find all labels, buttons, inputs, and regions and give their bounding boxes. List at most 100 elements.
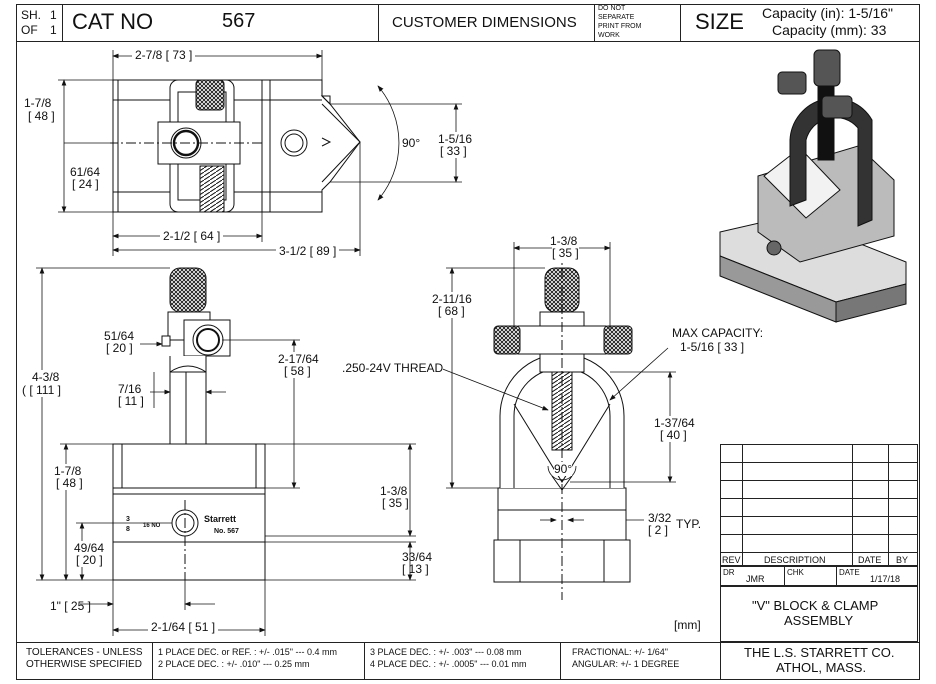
dim-front-i: 2-1/64 [ 51 ] — [148, 620, 219, 634]
dim-top-length-b: 3-1/2 [ 89 ] — [276, 244, 340, 258]
size-label: SIZE — [695, 9, 744, 34]
isometric-view — [719, 49, 907, 323]
separate-note-3: PRINT FROM — [598, 23, 642, 30]
tolerance-four-place: 4 PLACE DEC. : +/- .0005" --- 0.01 mm — [370, 659, 527, 669]
rev-col-2 — [852, 444, 853, 566]
side-view — [493, 250, 633, 600]
dim-side-j-mm: [ 40 ] — [660, 428, 687, 442]
dim-side-j: 1-37/64 — [654, 416, 695, 430]
company-name: THE L.S. STARRETT CO. — [744, 645, 895, 660]
rev-row-4 — [720, 516, 918, 517]
dim-front-g-mm: [ 13 ] — [402, 562, 429, 576]
tol-divider-3 — [560, 642, 561, 680]
description-header: DESCRIPTION — [764, 555, 826, 565]
rev-col-3 — [888, 444, 889, 566]
drawn-by-label: DR — [723, 568, 735, 577]
tolerance-label-2: OTHERWISE SPECIFIED — [26, 659, 142, 670]
dim-front-d-mm: [ 48 ] — [56, 476, 83, 490]
top-view — [110, 79, 361, 213]
drawn-col-2 — [836, 566, 837, 586]
rev-row-1 — [720, 462, 918, 463]
tolerance-three-place: 3 PLACE DEC. : +/- .003" --- 0.08 mm — [370, 647, 522, 657]
drawn-col-1 — [784, 566, 785, 586]
date-header: DATE — [858, 555, 882, 565]
separate-note-2: SEPARATE — [598, 14, 635, 21]
dim-front-c-mm: [ 58 ] — [284, 364, 311, 378]
tol-divider-2 — [364, 642, 365, 680]
cat-no-value: 567 — [222, 10, 256, 32]
dim-top-height-a-mm: [ 48 ] — [28, 109, 55, 123]
dim-top-length-a: 2-1/2 [ 64 ] — [160, 229, 224, 243]
dim-front-total-mm: ( [ 111 ] — [22, 383, 61, 397]
date-label: DATE — [839, 568, 860, 577]
dim-front-b-mm: [ 11 ] — [118, 394, 144, 408]
sheet-label: SH. — [21, 8, 42, 22]
capacity-mm: Capacity (mm): 33 — [772, 22, 887, 38]
rev-header: REV — [722, 555, 741, 565]
dim-side-height: 2-11/16 — [432, 292, 472, 306]
dim-front-e-mm: [ 35 ] — [382, 496, 409, 510]
marking-brand: Starrett — [204, 514, 236, 524]
part-title-line-2: ASSEMBLY — [784, 613, 854, 628]
checked-by-label: CHK — [787, 568, 804, 577]
dim-side-k: 3/32 — [648, 511, 672, 525]
rev-row-6 — [720, 552, 918, 553]
header-divider-1 — [62, 4, 63, 42]
cat-no-label: CAT NO — [72, 9, 154, 34]
typical-note: TYP. — [676, 517, 702, 531]
tol-divider-1 — [152, 642, 153, 680]
dim-front-f: 49/64 — [74, 541, 105, 555]
tolerance-label-1: TOLERANCES - UNLESS — [26, 647, 143, 658]
dim-front-total: 4-3/8 — [32, 370, 60, 384]
rev-row-2 — [720, 480, 918, 481]
rev-row-3 — [720, 498, 918, 499]
tolerance-two-place: 2 PLACE DEC. : +/- .010" --- 0.25 mm — [158, 659, 310, 669]
tolerance-row — [16, 642, 920, 680]
header-divider-3 — [594, 4, 595, 42]
dim-front-f-mm: [ 20 ] — [76, 553, 103, 567]
part-title-box — [720, 586, 918, 642]
dim-top-v-mm: [ 33 ] — [440, 144, 467, 158]
units-note: [mm] — [674, 618, 701, 632]
front-view — [112, 267, 266, 581]
marking-model: No. 567 — [214, 528, 239, 535]
header-divider-4 — [680, 4, 681, 42]
dim-front-b: 7/16 — [118, 382, 142, 396]
max-capacity-value: 1-5/16 [ 33 ] — [680, 340, 745, 354]
drawn-by-value: JMR — [746, 574, 765, 584]
dim-side-height-mm: [ 68 ] — [438, 304, 465, 318]
dim-side-width: 1-3/8 — [550, 234, 578, 248]
of-number: 1 — [50, 23, 57, 37]
tolerance-angular: ANGULAR: +/- 1 DEGREE — [572, 659, 680, 669]
capacity-inch: Capacity (in): 1-5/16" — [762, 5, 894, 21]
dim-side-width-mm: [ 35 ] — [552, 246, 579, 260]
tol-divider-4 — [720, 642, 721, 680]
date-value: 1/17/18 — [870, 574, 901, 584]
drawn-by-row — [720, 566, 918, 586]
tolerance-fractional: FRACTIONAL: +/- 1/64" — [572, 647, 668, 657]
marking-frac-bot: 8 — [126, 526, 130, 533]
dim-top-height-a: 1-7/8 — [24, 96, 52, 110]
dim-front-a-mm: [ 20 ] — [106, 341, 133, 355]
company-location: ATHOL, MASS. — [776, 660, 867, 675]
dim-side-k-mm: [ 2 ] — [648, 523, 669, 537]
rev-row-5 — [720, 534, 918, 535]
dim-front-a: 51/64 — [104, 329, 135, 343]
tolerance-one-place: 1 PLACE DEC. or REF. : +/- .015" --- 0.4… — [158, 647, 337, 657]
dim-front-g: 33/64 — [402, 550, 433, 564]
header-row — [16, 4, 920, 42]
dim-front-d: 1-7/8 — [54, 464, 82, 478]
header-divider-2 — [378, 4, 379, 42]
separate-note-1: DO NOT — [598, 5, 626, 12]
part-title-line-1: "V" BLOCK & CLAMP — [752, 598, 879, 613]
separate-note-4: WORK — [598, 32, 620, 39]
thread-callout: .250-24V THREAD — [342, 361, 444, 375]
dim-front-h: 1" [ 25 ] — [50, 599, 91, 613]
dim-side-angle: 90° — [554, 462, 573, 476]
of-label: OF — [21, 23, 38, 37]
drawing-type-title: CUSTOMER DIMENSIONS — [392, 14, 577, 31]
dim-top-angle: 90° — [402, 136, 421, 150]
dim-top-v: 1-5/16 — [438, 132, 473, 146]
dim-top-height-b-mm: [ 24 ] — [72, 177, 99, 191]
marking-size: 16 NO — [143, 523, 161, 529]
